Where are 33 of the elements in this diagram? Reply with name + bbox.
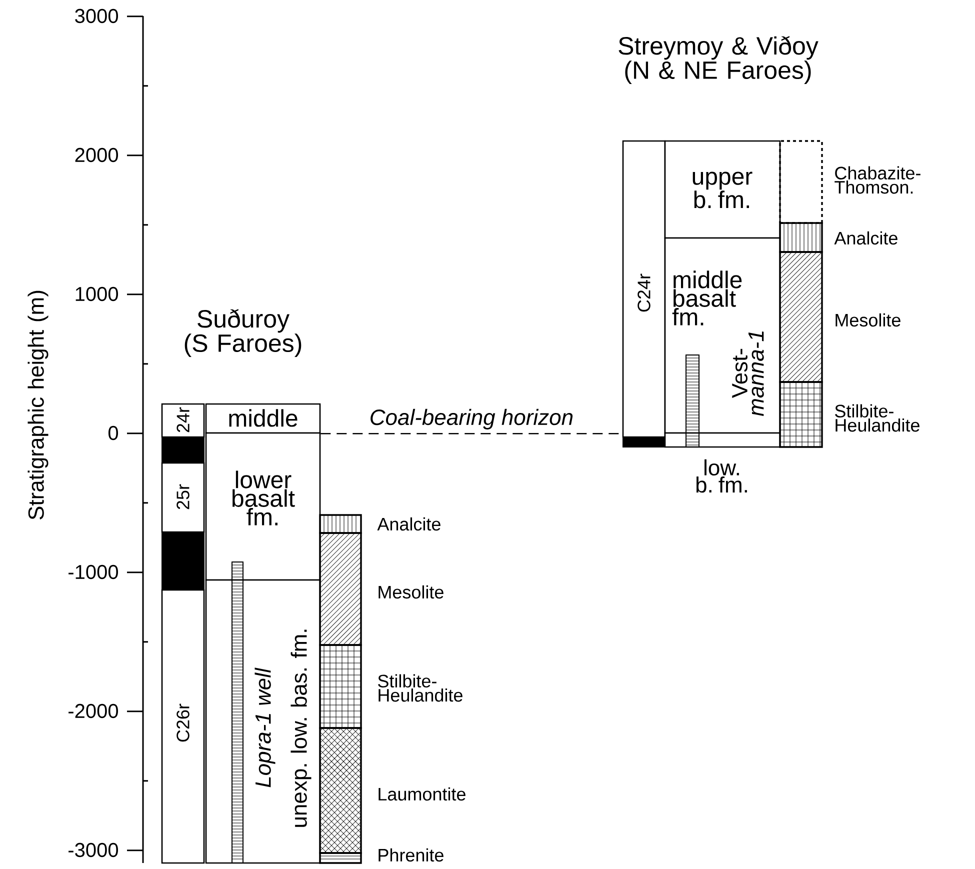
well-bar bbox=[686, 354, 700, 448]
polarity-box: 25r bbox=[161, 462, 205, 533]
mineral-label: Mesolite bbox=[378, 585, 444, 599]
axis-title: Stratigraphic height (m) bbox=[28, 290, 48, 520]
well-label: Lopra-1 well bbox=[254, 668, 276, 788]
column-heading: Suðuroy (S Faroes) bbox=[184, 309, 302, 357]
polarity-box: C24r bbox=[622, 140, 666, 438]
tick-label: 2000 bbox=[75, 148, 118, 162]
mineral-label: Analcite bbox=[834, 231, 898, 245]
tick-label: -1000 bbox=[68, 564, 118, 580]
tick-label: 1000 bbox=[76, 286, 118, 302]
edge-label: Coal-bearing horizon bbox=[368, 408, 575, 430]
mineral-label: Stilbite- Heulandite bbox=[835, 404, 920, 432]
polarity-bar bbox=[162, 532, 204, 590]
mineral-label: Analcite bbox=[377, 517, 440, 531]
polarity-bar bbox=[622, 436, 666, 448]
tick-label: 0 bbox=[108, 426, 118, 440]
polarity-box: C26r bbox=[161, 589, 205, 864]
well-label: Vest- manna-1 bbox=[732, 331, 764, 416]
tick-label: 3000 bbox=[75, 8, 118, 24]
mineral-label: Phrenite bbox=[378, 848, 444, 862]
polarity-bar bbox=[162, 436, 204, 464]
polarity-box: 24r bbox=[161, 403, 205, 438]
formation-box: low. b. fm. bbox=[664, 432, 781, 493]
formation-box: upper b. fm. bbox=[664, 140, 781, 239]
mineral-label: Stilbite- Heulandite bbox=[378, 674, 462, 702]
mineral-label: Mesolite bbox=[836, 313, 900, 327]
mineral-label: Chabazite- Thomson. bbox=[834, 166, 920, 194]
column-heading: Streymoy & Viðoy (N & NE Faroes) bbox=[618, 36, 818, 84]
tick-label: -2000 bbox=[68, 704, 118, 718]
tick-label: -3000 bbox=[68, 842, 118, 858]
mineral-label: Laumontite bbox=[378, 787, 466, 801]
node-label: low. b. fm. bbox=[696, 459, 747, 493]
